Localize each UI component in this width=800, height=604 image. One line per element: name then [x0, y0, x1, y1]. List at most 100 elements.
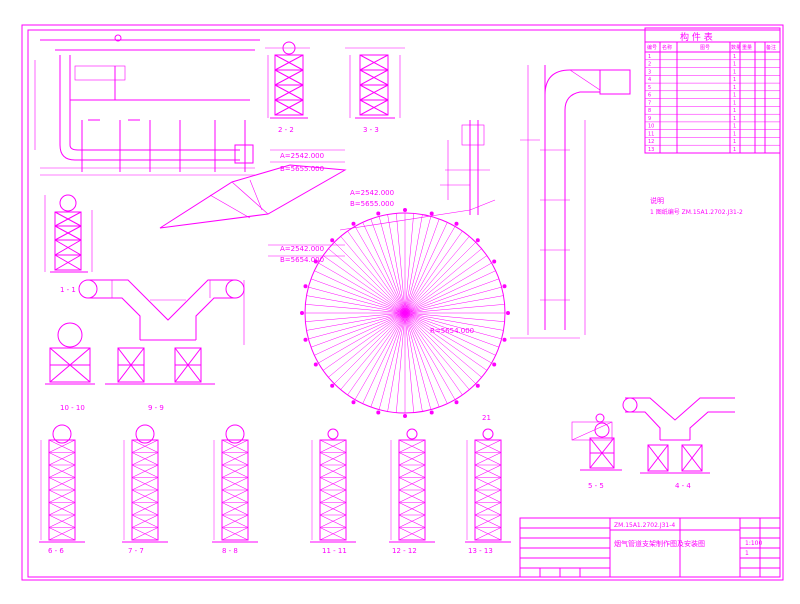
cone-radial-line — [404, 270, 496, 314]
parts-row-qty: 1 — [733, 116, 736, 122]
tower-brace — [48, 439, 76, 453]
section-1-1-support — [44, 194, 93, 273]
cone-radial-line — [404, 222, 448, 314]
section-label-2: 2 - 2 — [278, 126, 294, 134]
tower-brace — [319, 464, 347, 478]
tower-brace — [398, 502, 426, 516]
tower-pipe-circle — [52, 424, 72, 444]
cone-rim-node — [351, 400, 356, 405]
cone-rim-ticks — [339, 120, 496, 231]
tower-brace — [398, 439, 426, 453]
title-scale: 1:100 — [745, 540, 762, 547]
cone-rim-node — [403, 208, 407, 212]
tower-brace — [131, 452, 159, 466]
tower-brace — [48, 452, 76, 466]
cone-radial-line — [322, 255, 406, 314]
parts-row-qty: 1 — [733, 147, 736, 153]
tower-brace — [221, 514, 249, 528]
section-label-4: 4 - 4 — [675, 482, 691, 490]
tower-brace — [474, 452, 502, 466]
cone-rim-node — [429, 410, 434, 415]
cone-radial-line — [310, 278, 406, 314]
parts-row-qty: 1 — [733, 77, 736, 83]
tower-brace — [131, 439, 159, 453]
cone-radial-line — [404, 312, 502, 340]
parts-row-number: 3 — [648, 69, 651, 75]
notes-heading: 说明 — [650, 196, 664, 205]
cone-radial-line — [306, 295, 406, 314]
cone-rim-node — [475, 238, 480, 243]
cone-rim-node — [429, 211, 434, 216]
cone-radial-line — [340, 236, 406, 314]
parts-row-qty: 1 — [733, 100, 736, 106]
tower-brace — [221, 439, 249, 453]
cone-rim-node — [330, 383, 335, 388]
tower-brace — [221, 489, 249, 503]
tower-brace — [474, 527, 502, 541]
parts-row-number: 9 — [648, 116, 651, 122]
tower-brace — [398, 452, 426, 466]
cone-radial-line — [404, 312, 500, 348]
cone-radial-line — [404, 312, 448, 404]
cone-rim-node — [454, 221, 459, 226]
tower-brace — [319, 502, 347, 516]
cone-rim-node — [303, 284, 308, 289]
cone-radial-line — [404, 312, 440, 408]
inner-border — [27, 29, 781, 578]
dim-radius: R=5654.000 — [430, 327, 474, 335]
cone-radial-line — [404, 312, 432, 410]
tower-brace — [131, 514, 159, 528]
title-drawing-number: ZM.15A1.2702.J31-4 — [614, 522, 675, 529]
tower-brace — [319, 514, 347, 528]
tower-brace — [398, 464, 426, 478]
cone-radial-line — [322, 312, 406, 371]
parts-table-title: 构 件 表 — [680, 31, 713, 43]
cone-radial-line — [370, 218, 406, 314]
cone-radial-line — [306, 312, 406, 331]
parts-row-number: 8 — [648, 108, 651, 114]
cone-rim-node — [351, 221, 356, 226]
cone-radial-line — [404, 295, 504, 314]
outer-border — [21, 24, 784, 581]
section-5-5-support — [580, 422, 622, 471]
section-label-10: 10 - 10 — [60, 404, 85, 412]
cone-radial-line — [370, 312, 406, 408]
cone-radial-line — [404, 312, 476, 384]
dim-b-top: B=5655.000 — [280, 165, 324, 173]
tower-brace — [319, 439, 347, 453]
parts-row-qty: 1 — [733, 93, 736, 99]
title-block-frame — [519, 517, 781, 578]
tower-brace — [221, 464, 249, 478]
cone-radial-line — [404, 262, 492, 314]
title-drawing-name: 烟气管道支架制作图及安装图 — [614, 539, 705, 548]
tower-brace — [221, 527, 249, 541]
cone-radial-line — [404, 255, 488, 314]
cone-radial-line — [347, 312, 406, 396]
tower-brace — [131, 464, 159, 478]
section-label-5: 5 - 5 — [588, 482, 604, 490]
cone-radial-line — [334, 312, 406, 384]
cone-radial-line — [362, 312, 406, 404]
tower-brace — [221, 502, 249, 516]
cone-rim-node — [403, 414, 407, 418]
tower-pipe-circle — [406, 428, 418, 440]
tower-brace — [131, 502, 159, 516]
cone-radial-line — [340, 312, 406, 390]
tower-brace — [48, 489, 76, 503]
cone-radial-line — [328, 248, 406, 314]
cone-rim-node — [502, 337, 507, 342]
title-sheet: 1 — [745, 550, 749, 557]
section-label-12: 12 - 12 — [392, 547, 417, 555]
parts-col-note: 备注 — [766, 44, 776, 51]
cone-radial-line — [404, 213, 414, 314]
parts-row-qty: 1 — [733, 62, 736, 68]
tower-brace — [131, 489, 159, 503]
parts-col-qty: 数量 — [731, 44, 741, 51]
cone-radial-line — [310, 312, 406, 348]
section-label-7: 7 - 7 — [128, 547, 144, 555]
cone-radial-line — [362, 222, 406, 314]
cone-radial-line — [404, 216, 432, 314]
tower-brace — [474, 489, 502, 503]
tower-pipe-circle — [482, 428, 494, 440]
cone-radial-line — [305, 312, 406, 322]
